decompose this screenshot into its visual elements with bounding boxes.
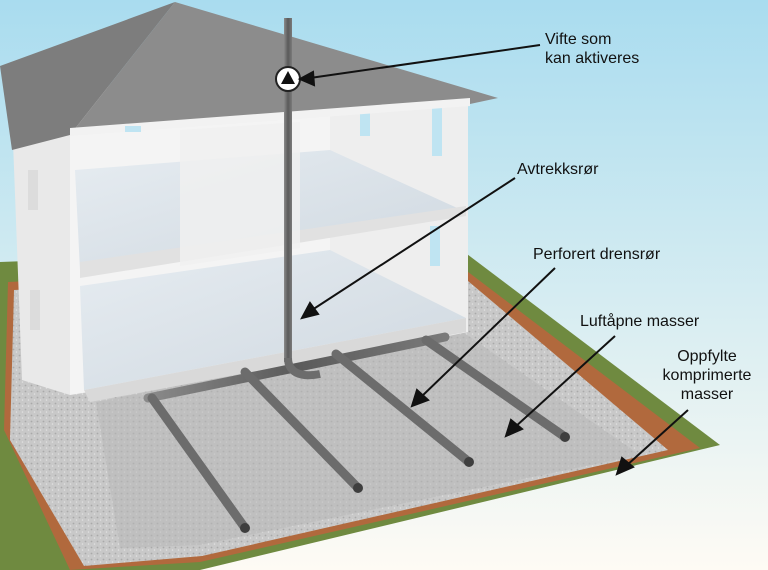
exhaust-pipe-label: Avtrekksrør [517,161,599,178]
exhaust-arrow [311,177,516,311]
drain-pipe-2 [240,367,363,493]
drain-arrow [419,267,556,399]
roof-front-slope [0,2,175,150]
interior-partition [180,122,300,266]
callout-arrows [297,44,689,476]
fan-label: Vifte som kan aktiveres [545,31,640,67]
perforated-drain-label: Perforert drensrør [533,246,661,263]
permeable-masses-label: Luftåpne masser [580,313,700,330]
fill-arrow [625,409,689,467]
exhaust-pipe-body [284,18,292,362]
drain-pipe-4 [421,335,570,442]
house-left-wall [12,85,70,395]
drain-pipe-1 [147,393,250,533]
fan-triangle-icon [275,66,301,92]
drain-collector-pipe [143,332,450,403]
exhaust-pipe [284,18,321,380]
house [0,2,498,402]
permeable-arrow [513,335,616,429]
ground-floor [80,250,466,390]
fan-arrow [309,44,541,79]
drain-pipe-3 [331,349,474,467]
foundation-plinth [84,318,466,402]
compacted-fill-label: Oppfylte komprimerte masser [662,348,752,403]
perforated-drain-pipes [143,332,570,533]
